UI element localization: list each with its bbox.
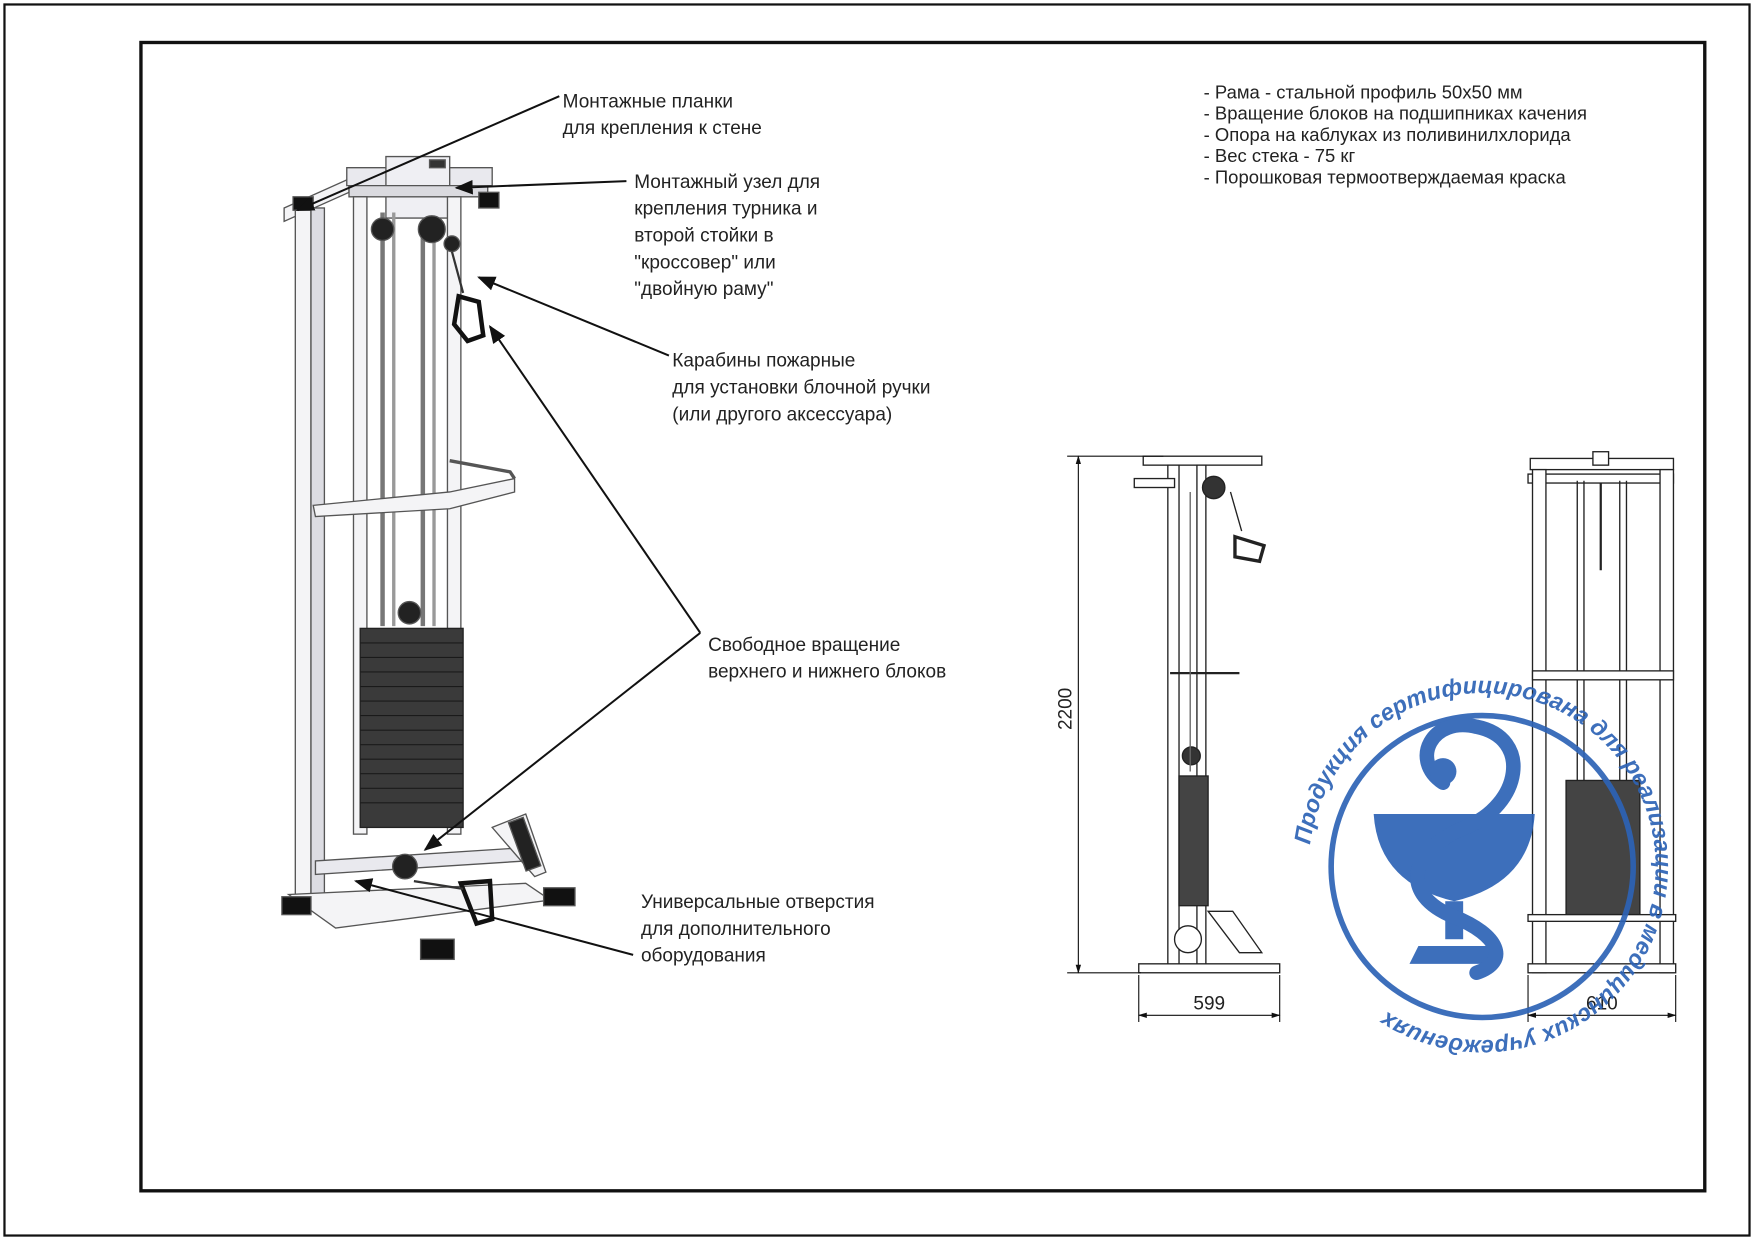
callout-mounting-node: Монтажный узел для крепления турника и в… (634, 171, 821, 300)
callout-universal-holes: Универсальные отверстия для дополнительн… (640, 891, 875, 967)
sheet-border (3, 3, 1751, 1237)
callout-mounting-plates: Монтажные планки для крепления к стене (562, 90, 762, 139)
spec-item: - Рама - стальной профиль 50х50 мм (1203, 82, 1523, 103)
height-dimension: 2200 (1056, 688, 1077, 730)
spec-item: - Вращение блоков на подшипниках качения (1203, 103, 1588, 125)
dimension-lines (1067, 455, 1677, 1022)
callout-leaders (295, 95, 702, 956)
cable-machine-3d (281, 155, 576, 961)
callout-carabiners: Карабины пожарные для установки блочной … (672, 349, 931, 425)
spec-item: - Опора на каблуках из поливинилхлорида (1203, 125, 1571, 146)
spec-item: - Порошковая термоотверждаемая краска (1203, 167, 1566, 188)
side-view (1133, 455, 1281, 974)
callout-free-rotation: Свободное вращение верхнего и нижнего бл… (708, 633, 947, 683)
spec-item: - Вес стека - 75 кг (1203, 146, 1356, 167)
drawing-frame (139, 40, 1707, 1193)
specifications-list: - Рама - стальной профиль 50х50 мм - Вра… (1204, 83, 1587, 189)
side-width-dimension: 599 (1193, 994, 1225, 1015)
front-width-dimension: 610 (1586, 994, 1618, 1015)
